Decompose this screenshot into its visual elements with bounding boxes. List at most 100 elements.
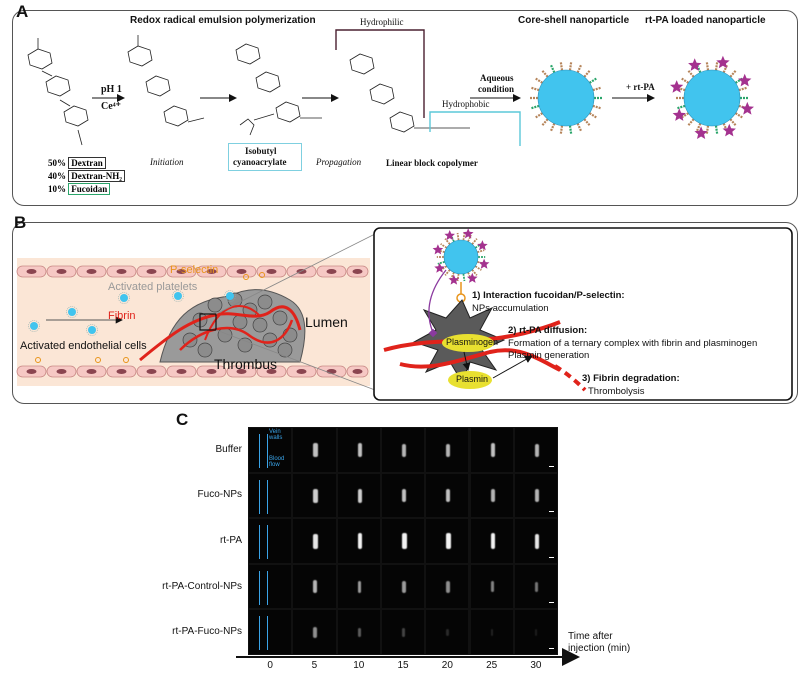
dextran-structure-4 [349, 53, 470, 133]
cell-nucleus [266, 269, 277, 274]
polymer-chain [568, 125, 573, 135]
np-shell [66, 306, 78, 318]
hydrophobic-bracket [429, 111, 521, 146]
clot-signal [401, 443, 406, 457]
polymer-chain [705, 61, 710, 71]
cell-nucleus [296, 369, 307, 374]
imaging-frame [470, 564, 513, 609]
imaging-frame [470, 428, 513, 472]
rtpa-star [672, 108, 686, 121]
vein-wall-marker [259, 479, 260, 514]
panel-a-letter: A [16, 2, 29, 21]
cell-nucleus [56, 369, 67, 374]
clot-signal [357, 443, 362, 457]
coreshell-title: Core-shell nanoparticle [518, 15, 630, 26]
axis-label-1: Time after [568, 631, 613, 642]
polymer-chain [686, 118, 695, 127]
polymer-chain [444, 238, 451, 245]
cell-nucleus [176, 269, 187, 274]
polymer-chain [534, 112, 544, 119]
fibrin-strand [204, 305, 261, 341]
rtpa-star [444, 230, 455, 241]
np-core [88, 326, 96, 334]
inset-nanoparticle [432, 228, 490, 285]
polymer-chain [559, 125, 564, 135]
polymer-chain [588, 112, 598, 119]
imaging-frame [381, 473, 425, 518]
degradation-arrow [492, 355, 533, 379]
polymer-chain [729, 118, 738, 127]
activated-platelets-label: Activated platelets [108, 281, 198, 293]
free-nanoparticle [224, 290, 236, 302]
imaging-frame [293, 519, 336, 563]
polymer-chain [680, 77, 690, 84]
polymer-chain [437, 260, 445, 265]
composition-pct: 50% [48, 158, 66, 168]
hydrophobic-label: Hydrophobic [442, 99, 490, 109]
imaging-frame [470, 519, 513, 563]
np-core [174, 292, 182, 300]
copolymer-label: Linear block copolymer [386, 158, 478, 168]
imaging-frame [470, 610, 513, 654]
polymer-chain [540, 118, 549, 127]
dextran-structure-3 [235, 43, 322, 136]
step-2-desc: Plasmin generation [508, 350, 590, 361]
cell-nucleus [116, 369, 127, 374]
np-shell [224, 290, 236, 302]
zoom-box [199, 313, 217, 331]
rtpa-star [477, 240, 488, 251]
rtpa-star [448, 274, 460, 285]
polymer-chain [549, 63, 556, 73]
np-shell [118, 292, 130, 304]
imaging-frame [514, 610, 558, 654]
imaging-frame [381, 610, 425, 654]
polymer-chain [540, 69, 549, 78]
cell-nucleus [86, 369, 97, 374]
cell-nucleus [146, 269, 157, 274]
rtpa-star [688, 58, 702, 71]
step-2-desc: Formation of a ternary complex with fibr… [508, 338, 758, 349]
clot-signal [490, 533, 496, 549]
imaging-frame [426, 564, 469, 609]
imaging-frame [514, 428, 558, 472]
hydrophilic-label: Hydrophilic [360, 17, 404, 27]
loaded-np-title: rt-PA loaded nanoparticle [645, 15, 766, 26]
rtpa-star [670, 80, 684, 93]
polymer-chain [471, 238, 478, 245]
clot-signal [313, 443, 318, 457]
polymer-chain [695, 123, 702, 133]
fibrin-strand [179, 319, 294, 351]
imaging-frame [293, 428, 336, 472]
clot-signal [446, 443, 451, 457]
pselectin-marker [259, 272, 265, 278]
rtpa-star [462, 228, 474, 239]
polymer-chain [456, 273, 460, 282]
time-tick-label: 10 [353, 660, 365, 671]
rtpa-diffusion-path [428, 269, 447, 331]
polymer-chain [588, 77, 598, 84]
clot-signal [357, 533, 363, 549]
endothelium-top [16, 265, 369, 278]
core-shell-nanoparticle [529, 61, 603, 135]
cell-nucleus [26, 369, 37, 374]
polymer-chain [686, 69, 695, 78]
clot-signal [357, 488, 362, 503]
plasminogen-label: Plasminogen [446, 337, 499, 347]
time-tick-label: 20 [441, 660, 453, 671]
add-rtpa-label: + rt-PA [626, 82, 655, 92]
free-nanoparticle [28, 320, 40, 332]
composition-name: Dextran [68, 157, 106, 169]
platelet [272, 310, 288, 326]
composition-pct: 40% [48, 171, 66, 181]
plasmin-label: Plasmin [456, 374, 489, 384]
polymer-chain [676, 104, 686, 110]
clot-signal [313, 626, 317, 639]
zoom-line [215, 329, 376, 391]
cell-nucleus [296, 269, 307, 274]
composition-row: 10% Fucoidan [48, 183, 111, 195]
imaging-frame [426, 519, 469, 563]
pselectin-marker [35, 357, 41, 363]
